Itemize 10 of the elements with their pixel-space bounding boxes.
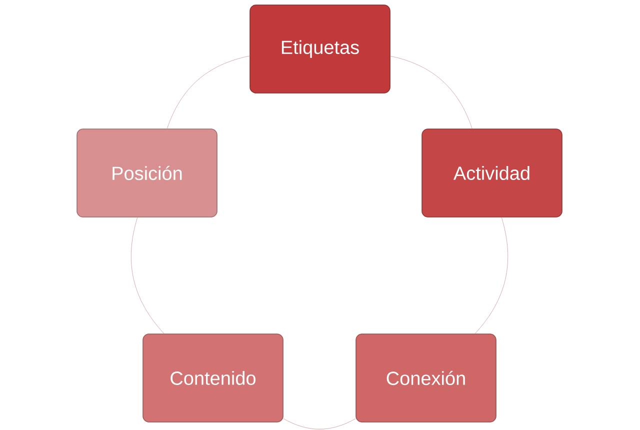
- connector-arc: [131, 217, 164, 334]
- process-box: Contenido: [142, 334, 284, 422]
- connector-arc: [390, 56, 472, 129]
- process-box: Posición: [76, 128, 218, 218]
- connector-arc: [474, 217, 508, 334]
- process-box: Actividad: [422, 128, 562, 218]
- connector-arc: [166, 56, 250, 129]
- connector-arc: [283, 418, 356, 430]
- process-box: Etiquetas: [250, 4, 390, 94]
- process-box: Conexión: [356, 334, 496, 422]
